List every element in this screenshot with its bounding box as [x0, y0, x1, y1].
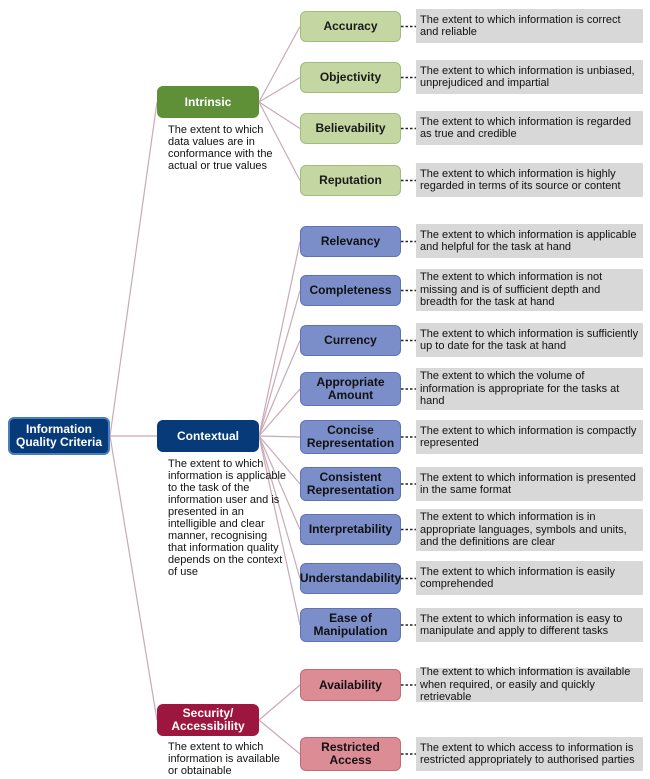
- criterion-appropriate-amount: Appropriate Amount: [300, 372, 401, 406]
- category-intrinsic-to-criterion-accuracy-line: [258, 26, 301, 103]
- category-contextual-to-criterion-currency-line: [258, 340, 301, 437]
- category-security-accessibility: Security/ Accessibility: [157, 704, 259, 736]
- category-intrinsic-to-criterion-believability-line: [258, 101, 301, 130]
- criterion-reputation-description: The extent to which information is highl…: [416, 163, 643, 197]
- category-intrinsic: Intrinsic: [157, 86, 259, 118]
- criterion-currency: Currency: [300, 325, 401, 356]
- criterion-availability: Availability: [300, 669, 401, 701]
- root-to-category-intrinsic-line: [109, 101, 158, 437]
- criterion-interpretability: Interpretability: [300, 514, 401, 545]
- category-intrinsic-to-criterion-reputation-line: [258, 101, 301, 181]
- criterion-relevancy-description: The extent to which information is appli…: [416, 224, 643, 258]
- criterion-believability: Believability: [300, 113, 401, 144]
- criterion-restricted-access: Restricted Access: [300, 737, 401, 771]
- category-security-accessibility-to-criterion-availability-line: [258, 684, 301, 721]
- criterion-accuracy: Accuracy: [300, 11, 401, 42]
- category-security-accessibility-to-criterion-restricted-access-line: [258, 719, 301, 755]
- criterion-consistent-representation: Consistent Representation: [300, 467, 401, 501]
- category-contextual-to-criterion-concise-representation-line: [258, 435, 301, 438]
- criterion-believability-description: The extent to which information is regar…: [416, 111, 643, 145]
- criterion-appropriate-amount-description: The extent to which the volume of inform…: [416, 368, 643, 410]
- category-contextual-to-criterion-interpretability-line: [258, 435, 301, 530]
- category-contextual-to-criterion-ease-of-manipulation-line: [258, 435, 301, 626]
- root-to-category-security-accessibility-line: [109, 435, 158, 721]
- criterion-currency-description: The extent to which information is suffi…: [416, 323, 643, 357]
- criterion-understandability: Understandability: [300, 563, 401, 594]
- criterion-understandability-description: The extent to which information is easil…: [416, 561, 643, 595]
- category-contextual: Contextual: [157, 420, 259, 452]
- category-intrinsic-description: The extent to which data values are in c…: [168, 124, 273, 172]
- criterion-concise-representation: Concise Representation: [300, 420, 401, 454]
- criterion-reputation: Reputation: [300, 165, 401, 196]
- criterion-relevancy: Relevancy: [300, 226, 401, 257]
- category-contextual-description: The extent to which information is appli…: [168, 458, 287, 578]
- criterion-completeness: Completeness: [300, 275, 401, 306]
- category-security-description: The extent to which information is avail…: [168, 741, 280, 777]
- criterion-availability-description: The extent to which information is avail…: [416, 666, 643, 703]
- criterion-ease-of-manipulation-description: The extent to which information is easy …: [416, 608, 643, 642]
- category-contextual-to-criterion-consistent-representation-line: [258, 435, 301, 485]
- criterion-restricted-access-description: The extent to which access to informatio…: [416, 737, 643, 771]
- criterion-concise-representation-description: The extent to which information is compa…: [416, 420, 643, 454]
- criterion-accuracy-description: The extent to which information is corre…: [416, 9, 643, 43]
- category-contextual-to-criterion-relevancy-line: [258, 241, 301, 437]
- category-contextual-to-criterion-appropriate-amount-line: [258, 388, 301, 437]
- criterion-objectivity: Objectivity: [300, 62, 401, 93]
- criterion-interpretability-description: The extent to which information is in ap…: [416, 509, 643, 551]
- criterion-objectivity-description: The extent to which information is unbia…: [416, 60, 643, 94]
- category-intrinsic-to-criterion-objectivity-line: [258, 76, 301, 103]
- criterion-consistent-representation-description: The extent to which information is prese…: [416, 467, 643, 501]
- root-node: Information Quality Criteria: [8, 417, 110, 455]
- criterion-completeness-description: The extent to which information is not m…: [416, 269, 643, 311]
- category-contextual-to-criterion-completeness-line: [258, 290, 301, 437]
- category-contextual-to-criterion-understandability-line: [258, 435, 301, 579]
- criterion-ease-of-manipulation: Ease of Manipulation: [300, 608, 401, 642]
